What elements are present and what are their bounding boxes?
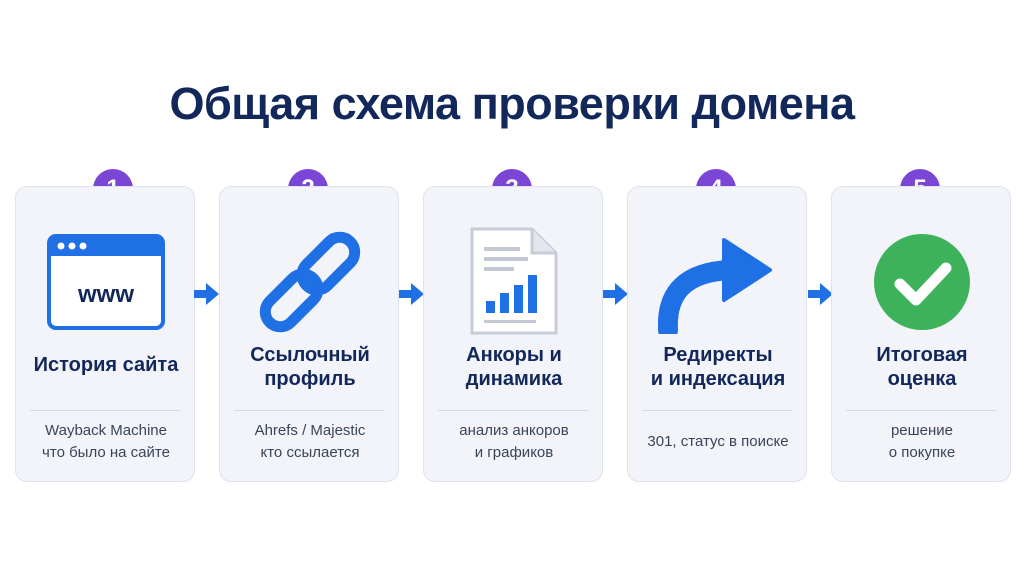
step-card-anchors: Анкоры и динамика анализ анкоров и графи… xyxy=(423,186,603,482)
page-title: Общая схема проверки домена xyxy=(169,78,855,129)
redirect-arrow-icon xyxy=(656,223,780,341)
arrow-right-icon xyxy=(194,283,219,305)
step-title: Итоговая оценка xyxy=(876,344,968,390)
www-text: www xyxy=(77,281,134,308)
browser-www-icon: www xyxy=(44,223,168,341)
arrow-right-icon xyxy=(808,283,833,305)
step-title: История сайта xyxy=(33,354,179,376)
step-card-redirects: Редиректы и индексация 301, статус в пои… xyxy=(627,186,807,482)
step-card-link-profile: Ссылочный профиль Ahrefs / Majestic кто … xyxy=(219,186,399,482)
divider xyxy=(438,410,588,411)
step-title: Редиректы и индексация xyxy=(650,344,786,390)
divider xyxy=(846,410,996,411)
step-title: Ссылочный профиль xyxy=(250,344,370,390)
arrow-right-icon xyxy=(603,283,628,305)
step-card-final-assessment: Итоговая оценка решение о покупке xyxy=(831,186,1011,482)
step-description: решение о покупке xyxy=(888,422,956,461)
step-title: Анкоры и динамика xyxy=(465,344,563,390)
checkmark-circle-icon xyxy=(860,223,984,341)
chain-link-icon xyxy=(248,223,372,341)
divider xyxy=(30,410,180,411)
step-description: анализ анкоров и графиков xyxy=(459,422,569,461)
divider xyxy=(642,410,792,411)
step-description: Wayback Machine что было на сайте xyxy=(42,422,170,461)
arrow-right-icon xyxy=(399,283,424,305)
step-description: 301, статус в поиске xyxy=(647,433,789,450)
divider xyxy=(234,410,384,411)
document-chart-icon xyxy=(452,223,576,341)
step-description: Ahrefs / Majestic кто ссылается xyxy=(254,422,366,461)
step-card-site-history: www История сайта Wayback Machine что бы… xyxy=(15,186,195,482)
